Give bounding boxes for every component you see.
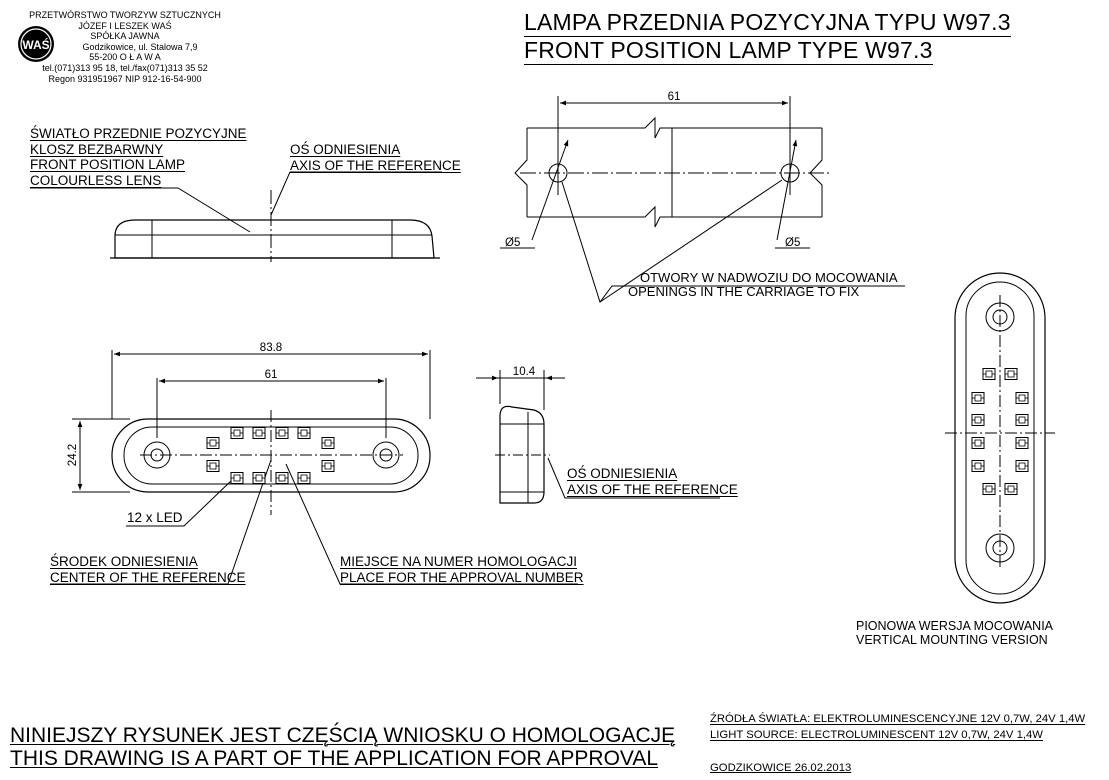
lens-label-line: KLOSZ BEZBARWNY: [30, 141, 164, 157]
mounting-openings-view: [500, 96, 905, 304]
openings-label-line: OTWORY W NADWOZIU DO MOCOWANIA: [640, 270, 898, 285]
dim-hole-spacing-front: 61: [265, 369, 278, 381]
vertical-label-line: VERTICAL MOUNTING VERSION: [856, 633, 1048, 647]
center-reference-label: ŚRODEK ODNIESIENIA CENTER OF THE REFEREN…: [50, 554, 246, 585]
vertical-mounting-view: [945, 272, 1055, 604]
axis-label-line: AXIS OF THE REFERENCE: [290, 157, 461, 173]
dim-hole-dia-left: Ø5: [505, 237, 520, 249]
vertical-version-label: PIONOWA WERSJA MOCOWANIA VERTICAL MOUNTI…: [856, 619, 1053, 647]
lens-label-line: FRONT POSITION LAMP: [30, 157, 186, 172]
company-line: JÓZEF I LESZEK WAŚ: [78, 20, 172, 31]
approval-number-label: MIEJSCE NA NUMER HOMOLOGACJI PLACE FOR T…: [340, 554, 584, 585]
light-source-info: ŹRÓDŁA ŚWIATŁA: ELEKTROLUMINESCENCYJNE 1…: [710, 712, 1085, 743]
title-pl: LAMPA PRZEDNIA POZYCYJNA TYPU W97.3: [524, 9, 1011, 37]
approval-statement: NINIEJSZY RYSUNEK JEST CZĘŚCIĄ WNIOSKU O…: [10, 724, 675, 770]
vertical-label-line: PIONOWA WERSJA MOCOWANIA: [856, 619, 1054, 633]
lens-label: ŚWIATŁO PRZEDNIE POZYCYJNE KLOSZ BEZBARW…: [30, 126, 247, 188]
light-source-pl: ŹRÓDŁA ŚWIATŁA: ELEKTROLUMINESCENCYJNE 1…: [710, 713, 1086, 725]
approval-statement-pl: NINIEJSZY RYSUNEK JEST CZĘŚCIĄ WNIOSKU O…: [10, 724, 676, 747]
title-en: FRONT POSITION LAMP TYPE W97.3: [524, 37, 933, 65]
axis-label-line: AXIS OF THE REFERENCE: [567, 481, 738, 497]
led-count-label: 12 x LED: [127, 510, 183, 526]
approval-statement-en: THIS DRAWING IS A PART OF THE APPLICATIO…: [10, 747, 659, 770]
led-count-text: 12 x LED: [127, 510, 183, 525]
axis-label-line: OŚ ODNIESIENIA: [567, 466, 678, 481]
axis-label-line: OŚ ODNIESIENIA: [290, 142, 401, 157]
side-view-lamp: [30, 171, 442, 262]
lens-label-line: COLOURLESS LENS: [30, 172, 162, 188]
company-line: Godzikowice, ul. Stalowa 7,9: [82, 41, 198, 52]
company-line: Regon 931951967 NIP 912-16-54-900: [48, 73, 202, 84]
center-label-line: CENTER OF THE REFERENCE: [50, 569, 246, 585]
place-date: GODZIKOWICE 26.02.2013: [710, 762, 852, 774]
front-view-lamp: [50, 350, 578, 585]
company-line: SPÓŁKA JAWNA: [90, 31, 160, 42]
dim-overall-length: 83.8: [260, 342, 282, 354]
company-info: PRZETWÓRSTWO TWORZYW SZTUCZNYCH JÓZEF I …: [20, 10, 230, 84]
logo-text: WAŚ: [22, 37, 49, 52]
center-label-line: ŚRODEK ODNIESIENIA: [50, 554, 198, 569]
lens-label-line: ŚWIATŁO PRZEDNIE POZYCYJNE: [30, 126, 247, 141]
dim-hole-dia-right: Ø5: [785, 237, 800, 249]
company-logo: WAŚ: [18, 26, 54, 62]
light-source-en: LIGHT SOURCE: ELECTROLUMINESCENT 12V 0,7…: [710, 728, 1043, 741]
company-line: 55-200 O Ł A W A: [89, 52, 161, 63]
approval-label-line: PLACE FOR THE APPROVAL NUMBER: [340, 569, 584, 585]
openings-label-line: OPENINGS IN THE CARRIAGE TO FIX: [628, 283, 860, 299]
drawing-title: LAMPA PRZEDNIA POZYCYJNA TYPU W97.3 FRON…: [524, 9, 1011, 65]
openings-label: OTWORY W NADWOZIU DO MOCOWANIA OPENINGS …: [628, 270, 898, 298]
company-line: PRZETWÓRSTWO TWORZYW SZTUCZNYCH: [29, 10, 221, 20]
dim-depth: 10.4: [513, 366, 536, 378]
dim-hole-spacing-top: 61: [668, 91, 681, 103]
dim-height: 24.2: [67, 444, 79, 466]
axis-label-top: OŚ ODNIESIENIA AXIS OF THE REFERENCE: [290, 142, 461, 173]
axis-label-side: OŚ ODNIESIENIA AXIS OF THE REFERENCE: [567, 466, 738, 497]
approval-label-line: MIEJSCE NA NUMER HOMOLOGACJI: [340, 554, 578, 569]
company-line: tel.(071)313 95 18, tel./fax(071)313 35 …: [42, 62, 208, 73]
side-profile-lamp: [476, 370, 720, 504]
